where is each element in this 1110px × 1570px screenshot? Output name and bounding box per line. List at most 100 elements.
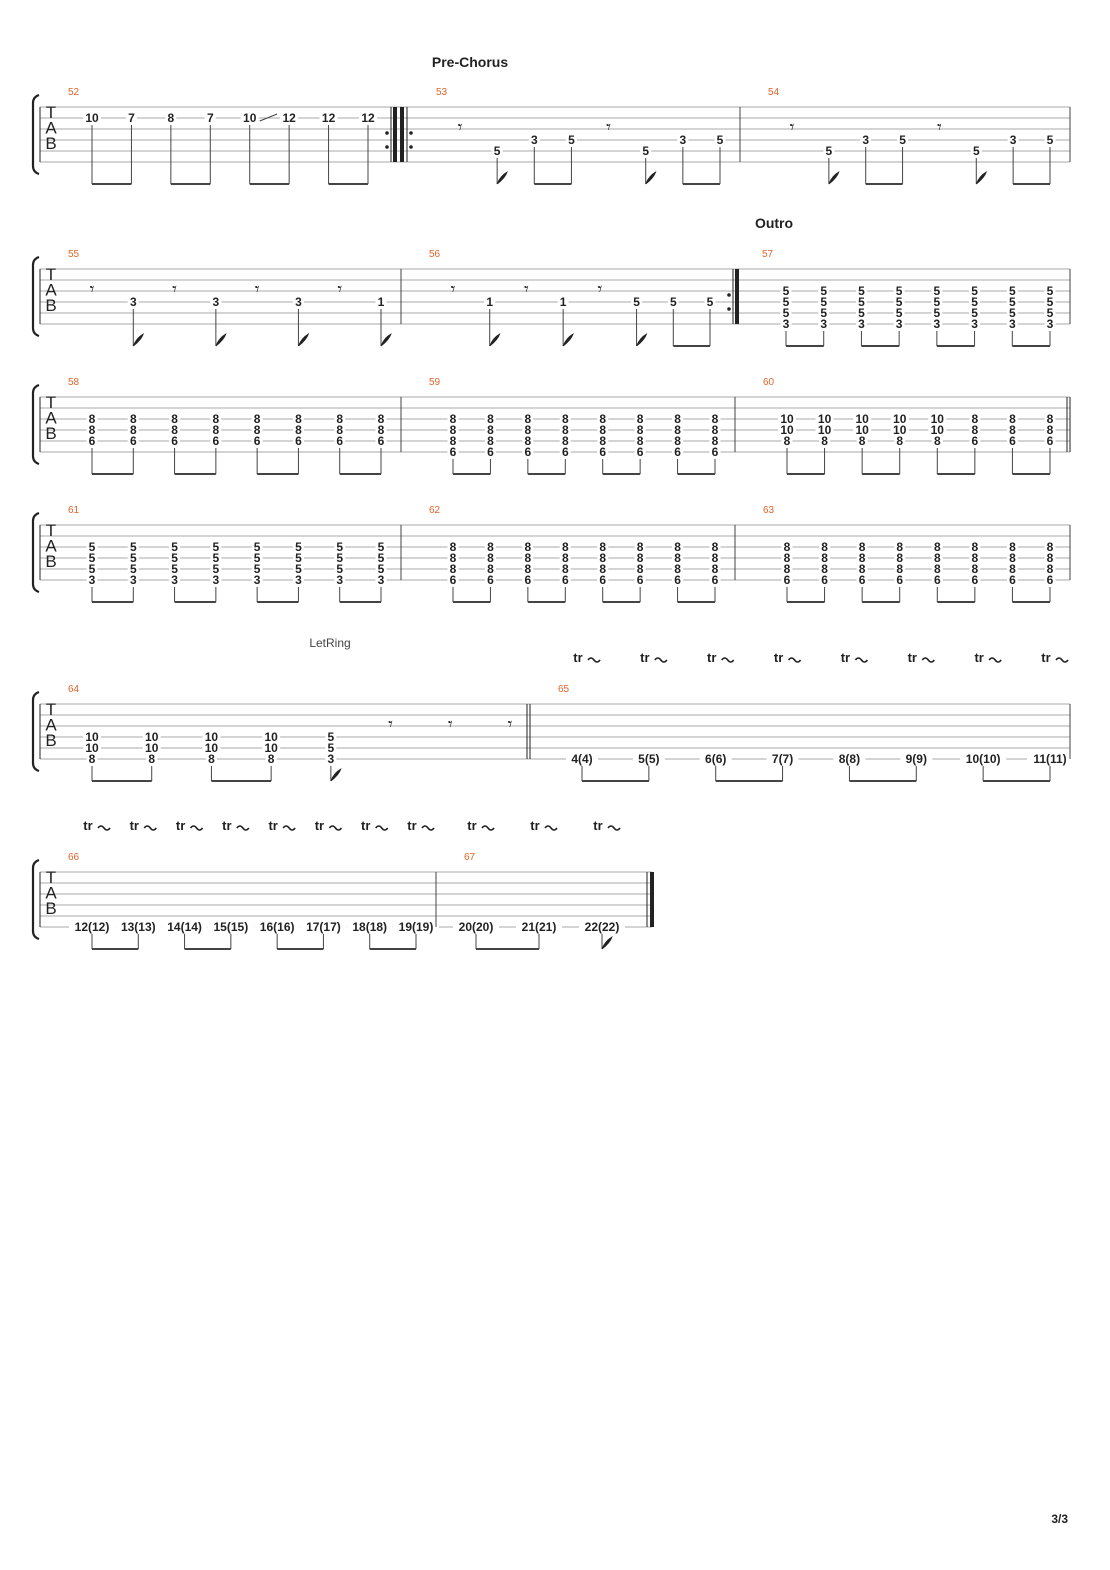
tab-beat: 14(14)tr <box>161 818 208 949</box>
tab-beat: 4(4)tr <box>566 650 601 781</box>
fret-number: 5 <box>378 540 385 554</box>
fret-mask <box>823 145 835 156</box>
fret-mask <box>566 753 598 764</box>
fret-mask <box>672 446 684 457</box>
tab-system: TAB6155535553555355535553555355535553628… <box>31 505 1071 603</box>
fret-mask <box>853 424 872 435</box>
fret-mask <box>375 541 387 552</box>
trill-mark: tr <box>222 818 231 833</box>
fret-mask <box>559 413 571 424</box>
tab-system: TAB5888688688688688688688688659888688868… <box>31 377 1071 475</box>
fret-mask <box>559 435 571 446</box>
fret-mask <box>393 921 439 932</box>
fret-number: 8 <box>130 423 137 437</box>
fret-mask <box>210 424 222 435</box>
trill-wave <box>189 825 204 831</box>
fret-number: 8 <box>1009 412 1016 426</box>
fret-mask <box>557 296 569 307</box>
fret-mask <box>522 541 534 552</box>
section-label: Outro <box>755 215 793 231</box>
fret-mask <box>127 435 139 446</box>
measure-number: 56 <box>429 249 441 260</box>
repeat-dot <box>727 293 731 297</box>
fret-number: 3 <box>1010 133 1017 147</box>
fret-number: 3 <box>1047 317 1054 331</box>
fret-number: 8 <box>859 562 866 576</box>
fret-number: 12 <box>282 111 296 125</box>
fret-number: 3 <box>934 317 941 331</box>
fret-number: 9(9) <box>906 752 927 766</box>
fret-number: 6 <box>562 573 569 587</box>
fret-number: 3 <box>213 573 220 587</box>
fret-mask <box>819 574 831 585</box>
trill-wave <box>607 825 621 831</box>
fret-mask <box>780 318 792 329</box>
fret-number: 5 <box>783 284 790 298</box>
fret-mask <box>484 435 496 446</box>
fret-number: 8 <box>487 412 494 426</box>
system-bracket <box>31 383 40 466</box>
fret-number: 10 <box>780 412 794 426</box>
fret-mask <box>210 563 222 574</box>
rest-glyph: 𝄾 <box>337 279 342 300</box>
fret-mask <box>251 424 263 435</box>
fret-number: 8 <box>674 562 681 576</box>
trill-mark: tr <box>593 818 602 833</box>
trill-wave <box>988 657 1002 663</box>
fret-number: 3 <box>378 573 385 587</box>
fret-mask <box>447 574 459 585</box>
fret-mask <box>780 285 792 296</box>
tab-beat: 886 <box>1044 412 1056 474</box>
fret-mask <box>1044 552 1056 563</box>
fret-mask <box>677 134 689 145</box>
rest-glyph: 𝄾 <box>388 714 393 735</box>
fret-number: 8 <box>562 562 569 576</box>
fret-number: 1 <box>560 295 567 309</box>
fret-number: 8 <box>972 540 979 554</box>
trill-wave <box>481 825 495 831</box>
tab-beat: 10 <box>83 111 101 184</box>
fret-number: 18(18) <box>352 920 387 934</box>
fret-number: 8 <box>859 540 866 554</box>
fret-number: 6 <box>599 573 606 587</box>
trill-mark: tr <box>130 818 139 833</box>
fret-mask <box>631 296 643 307</box>
fret-mask <box>86 541 98 552</box>
fret-number: 8 <box>171 412 178 426</box>
fret-mask <box>931 318 943 329</box>
rest-glyph: 𝄾 <box>172 279 177 300</box>
trill-wave <box>787 657 802 663</box>
tab-clef-letter: T <box>46 521 56 540</box>
fret-number: 8 <box>525 434 532 448</box>
fret-mask <box>931 574 943 585</box>
fret-number: 8 <box>450 562 457 576</box>
fret-mask <box>1044 296 1056 307</box>
fret-number: 8 <box>637 423 644 437</box>
fret-number: 6 <box>487 573 494 587</box>
fret-mask <box>169 552 181 563</box>
fret-mask <box>447 413 459 424</box>
fret-mask <box>334 552 346 563</box>
fret-mask <box>672 574 684 585</box>
eighth-rest: 𝄾 <box>458 117 463 138</box>
fret-number: 8 <box>562 412 569 426</box>
fret-number: 8 <box>213 423 220 437</box>
fret-number: 3 <box>971 317 978 331</box>
fret-number: 6 <box>450 573 457 587</box>
fret-mask <box>447 424 459 435</box>
tab-beat: 19(19)tr <box>393 818 439 949</box>
fret-number: 5 <box>707 295 714 309</box>
fret-mask <box>969 307 981 318</box>
fret-mask <box>667 296 679 307</box>
fret-mask <box>778 413 796 424</box>
fret-number: 19(19) <box>399 920 434 934</box>
fret-number: 5 <box>213 540 220 554</box>
fret-number: 8 <box>934 551 941 565</box>
fret-number: 3 <box>336 573 343 587</box>
fret-mask <box>210 552 222 563</box>
